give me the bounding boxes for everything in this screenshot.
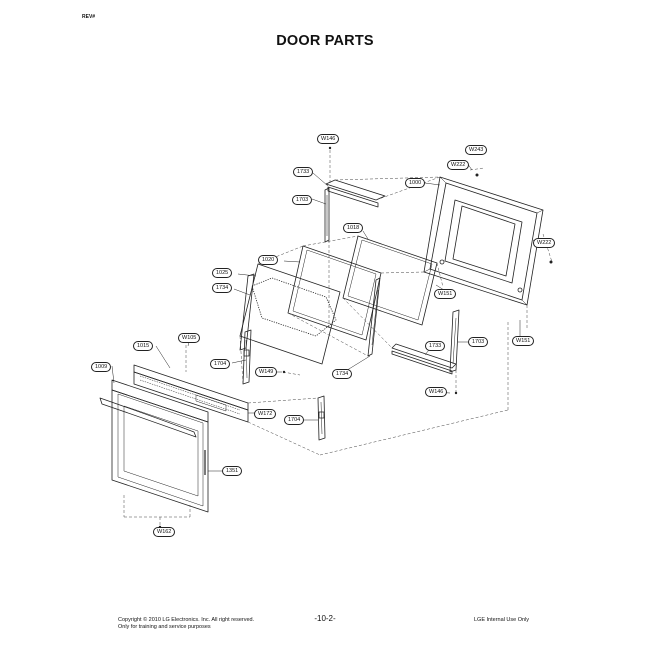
- callout-w149: W149: [255, 367, 278, 377]
- screw-w146: [454, 391, 458, 395]
- page-number: -10-2-: [314, 614, 336, 623]
- callout-1018: 1018: [343, 223, 364, 233]
- rear-door-frame: [423, 176, 544, 306]
- callout-1009: 1009: [91, 362, 112, 372]
- callout-w222-top: W222: [447, 160, 470, 170]
- left-side-bracket: [239, 273, 255, 351]
- callout-w146-top: W146: [317, 134, 340, 144]
- callout-1704-bottom: 1704: [284, 415, 305, 425]
- top-trim-strip: [325, 179, 386, 208]
- callout-w105: W105: [178, 333, 201, 343]
- screw-w243: [475, 173, 479, 177]
- screw-w149: [282, 370, 286, 374]
- copyright-notice: Copyright © 2010 LG Electronics. Inc. Al…: [118, 617, 254, 631]
- callout-1351: 1351: [222, 466, 243, 476]
- bottom-trim-strip: [391, 343, 457, 375]
- callout-1704-left: 1704: [210, 359, 231, 369]
- callout-1020: 1020: [258, 255, 279, 265]
- callout-1025: 1025: [212, 268, 233, 278]
- callout-w222-right: W222: [533, 238, 556, 248]
- front-door-panel: [111, 379, 209, 513]
- door-handle: [99, 397, 197, 438]
- door-top-frame: [133, 364, 249, 423]
- hinge-left: [242, 329, 252, 385]
- callout-1734-left: 1734: [212, 283, 233, 293]
- glass-panel-outer: [342, 235, 438, 326]
- copyright-line-2: Only for training and service purposes: [118, 624, 211, 630]
- callout-1734-bottom: 1734: [332, 369, 353, 379]
- callout-w146-bottom: W146: [425, 387, 448, 397]
- glass-panel-middle: [287, 245, 382, 341]
- callout-1703-top: 1703: [292, 195, 313, 205]
- callout-w172: W172: [254, 409, 277, 419]
- callout-1000: 1000: [405, 178, 426, 188]
- internal-use-notice: LGE Internal Use Only: [474, 617, 530, 623]
- screw-w146-top: [328, 146, 332, 150]
- callout-w151-right: W151: [512, 336, 535, 346]
- callout-w162: W162: [153, 527, 176, 537]
- glass-panel-inner: [239, 263, 341, 365]
- callout-1733-top: 1733: [293, 167, 314, 177]
- callout-1015: 1015: [133, 341, 154, 351]
- callout-w151-mid: W151: [434, 289, 457, 299]
- callout-1733-bottom: 1733: [425, 341, 446, 351]
- copyright-line-1: Copyright © 2010 LG Electronics. Inc. Al…: [118, 617, 255, 623]
- top-bracket: [324, 187, 330, 243]
- callout-w243: W243: [465, 145, 488, 155]
- page-title: DOOR PARTS: [276, 33, 374, 49]
- callout-1703-bottom: 1703: [468, 337, 489, 347]
- screw-w222: [549, 260, 553, 264]
- hinge-bottom: [317, 395, 326, 441]
- bottom-side-bracket: [367, 277, 381, 357]
- revision-code: REV#: [82, 14, 96, 20]
